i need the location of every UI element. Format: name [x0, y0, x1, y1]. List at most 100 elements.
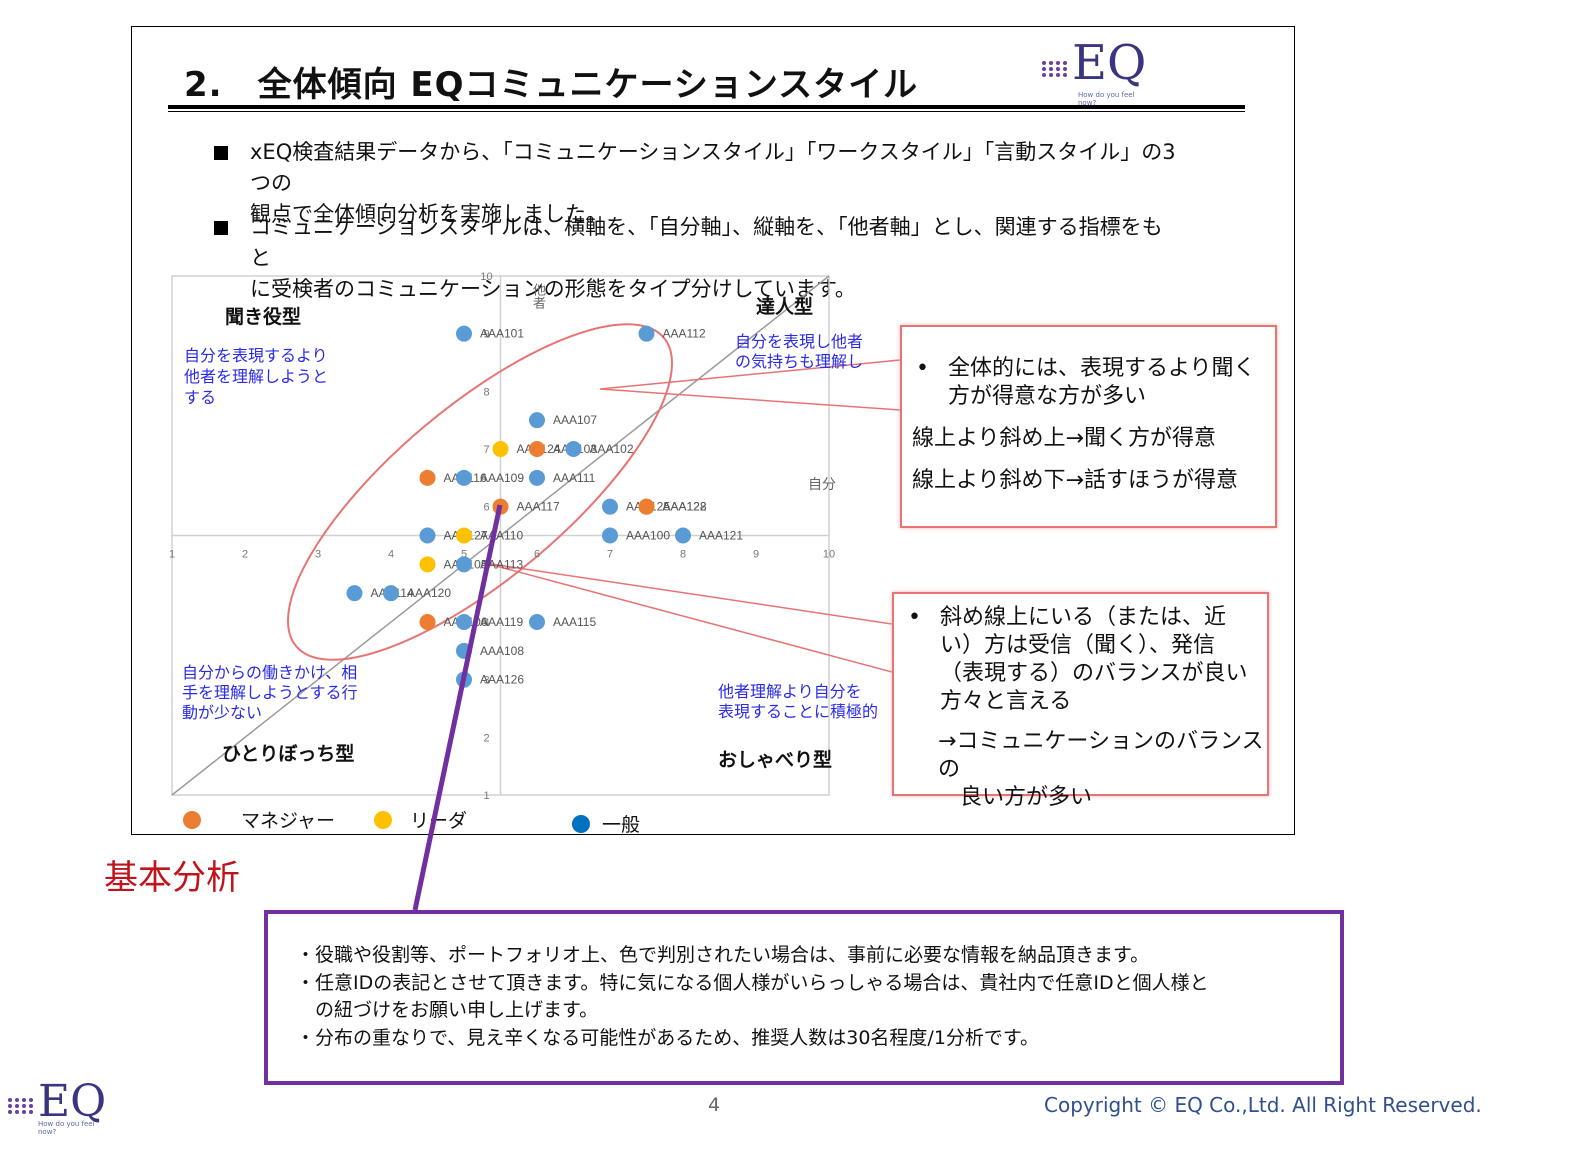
- data-point: [419, 469, 436, 486]
- data-point: [602, 498, 618, 515]
- eq-logo-top: EQ How do you feel now?: [1042, 35, 1147, 107]
- legend-swatch: [183, 810, 201, 829]
- data-point: [638, 498, 655, 515]
- quadrant-title-top-right: 達人型: [756, 296, 814, 318]
- title-rule-thin: [168, 111, 1245, 112]
- logo-mark: EQ: [1072, 35, 1147, 91]
- data-point: [456, 642, 472, 659]
- page-number: 4: [708, 1094, 721, 1116]
- legend-item-leader: リーダ: [374, 806, 467, 833]
- data-point: [419, 556, 436, 573]
- x-tick-label: 2: [242, 549, 248, 561]
- callout-bottom: • 斜め線上にいる（または、近 い）方は受信（聞く）、発信 （表現する）のバラン…: [892, 592, 1269, 810]
- quadrant-desc-top-right: 自分を表現し他者 の気持ちも理解し: [735, 332, 864, 371]
- x-tick-label: 9: [753, 549, 759, 561]
- legend-item-manager: マネジャー: [183, 806, 335, 833]
- logo-dots-icon: [8, 1098, 34, 1114]
- quadrant-title-bottom-right: おしゃべり型: [718, 749, 833, 771]
- copyright: Copyright © EQ Co.,Ltd. All Right Reserv…: [1044, 1093, 1482, 1117]
- data-point: [456, 469, 472, 486]
- data-point-label: AAA100: [626, 529, 670, 543]
- data-point-label: AAA119: [480, 615, 523, 629]
- callout-bottom-connector: [484, 562, 893, 673]
- data-point: [456, 527, 472, 544]
- data-point-label: AAA107: [553, 413, 597, 427]
- note-line: の紐づけをお願い申し上げます。: [296, 999, 599, 1021]
- y-axis-label: 他者: [530, 283, 545, 309]
- data-point-label: AAA122: [663, 500, 707, 514]
- bullet-square-icon: [214, 221, 228, 235]
- bullet-dot-icon: •: [916, 356, 929, 381]
- bullet-1: xEQ検査結果データから、「コミュニケーションスタイル」「ワークスタイル」「言動…: [214, 137, 1182, 230]
- x-tick-label: 6: [534, 549, 540, 561]
- y-tick-label: 10: [480, 271, 492, 283]
- quadrant-desc-top-left: 自分を表現するより 他者を理解しようと する: [184, 346, 329, 407]
- x-tick-label: 10: [823, 549, 835, 561]
- data-point-label: AAA117: [517, 500, 560, 514]
- y-tick-label: 6: [483, 502, 489, 514]
- data-point: [529, 412, 545, 429]
- x-tick-label: 3: [315, 549, 321, 561]
- data-point: [456, 671, 472, 688]
- y-tick-label: 2: [483, 732, 489, 744]
- quadrant-desc-bottom-right: 他者理解より自分を 表現することに積極的: [718, 682, 879, 721]
- logo-mark: EQ: [38, 1076, 107, 1127]
- logo-tagline: How do you feel now?: [38, 1120, 95, 1136]
- bullet-2: コミュニケーションスタイルは、横軸を、「自分軸」、縦軸を、「他者軸」とし、関連す…: [214, 212, 1182, 305]
- logo-tagline: How do you feel now?: [1078, 91, 1135, 107]
- bullet-square-icon: [214, 146, 228, 160]
- logo-dots-icon: [1042, 61, 1068, 77]
- y-tick-label: 8: [483, 386, 489, 398]
- data-point-label: AAA111: [553, 471, 596, 485]
- data-point: [492, 498, 509, 515]
- data-point: [529, 614, 545, 630]
- quadrant-desc-bottom-left: 自分からの働きかけ、相 手を理解しようとする行 動が少ない: [182, 663, 358, 722]
- quadrant-title-bottom-left: ひとりぼっち型: [222, 743, 355, 765]
- data-point: [383, 585, 399, 602]
- data-point-label: AAA128: [663, 500, 707, 514]
- eq-logo-footer: EQ How do you feel now?: [8, 1076, 107, 1136]
- data-point-label: AAA113: [480, 557, 523, 571]
- data-point-label: AAA108: [480, 644, 524, 658]
- note-line: ・分布の重なりで、見え辛くなる可能性があるため、推奨人数は30名程度/1分析です…: [296, 1027, 1040, 1049]
- highlight-ellipse: [287, 323, 673, 661]
- data-point: [456, 614, 472, 630]
- x-tick-label: 8: [680, 549, 686, 561]
- callout-top-connector: [599, 359, 901, 411]
- data-point-label: AAA121: [699, 529, 743, 543]
- callout-top: • 全体的には、表現するより聞く 方が得意な方が多い 線上より斜め上→聞く方が得…: [900, 325, 1277, 528]
- legend-swatch: [374, 810, 392, 829]
- data-point: [419, 614, 436, 630]
- x-tick-label: 7: [607, 549, 613, 561]
- legend-swatch: [572, 814, 590, 833]
- data-point-label: AAA112: [663, 327, 706, 341]
- x-tick-label: 1: [169, 549, 175, 561]
- data-point-label: AAA120: [407, 586, 451, 600]
- title-rule: [168, 105, 1245, 109]
- data-point-label: AAA101: [480, 327, 524, 341]
- data-point-label: AAA102: [590, 442, 634, 456]
- y-tick-label: 9: [483, 329, 489, 341]
- data-point: [492, 441, 509, 457]
- data-point-label: AAA126: [480, 673, 524, 687]
- data-point: [456, 325, 472, 342]
- data-point-label: AAA115: [553, 615, 596, 629]
- x-axis-label: 自分: [808, 477, 836, 493]
- slide-title: 2. 全体傾向 EQコミュニケーションスタイル: [184, 65, 919, 105]
- data-point: [638, 325, 655, 342]
- note-line: ・任意IDの表記とさせて頂きます。特に気になる個人様がいらっしゃる場合は、貴社内…: [296, 972, 1209, 994]
- bullet-dot-icon: •: [908, 605, 921, 630]
- quadrant-title-top-left: 聞き役型: [225, 306, 302, 328]
- data-point: [602, 527, 618, 544]
- x-tick-label: 4: [388, 549, 394, 561]
- data-point-label: AAA109: [480, 471, 524, 485]
- data-point: [419, 527, 436, 544]
- data-point: [565, 441, 582, 457]
- data-point: [456, 556, 472, 573]
- legend-item-general: 一般: [572, 810, 640, 837]
- y-tick-label: 1: [483, 790, 489, 802]
- data-point-label: AAA110: [480, 529, 523, 543]
- y-tick-label: 7: [483, 444, 489, 456]
- data-point: [529, 441, 545, 457]
- data-point: [675, 527, 691, 544]
